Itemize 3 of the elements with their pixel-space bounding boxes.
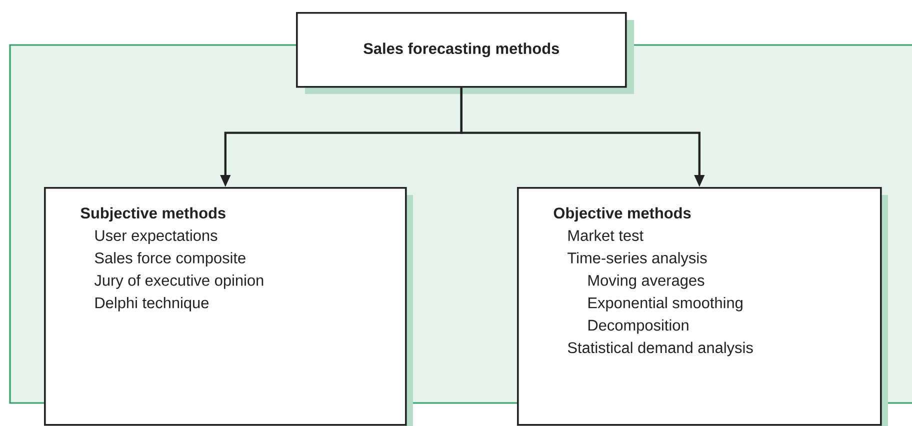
title-box: Sales forecasting methods: [296, 12, 634, 94]
method-box: Objective methods Market test Time-series analysis Moving averages Exponential smoothing Decomposition Statistical demand analysis: [517, 187, 888, 426]
method-box: Subjective methods User expectations Sales force composite Jury of executive opinion Delphi technique: [44, 187, 413, 426]
